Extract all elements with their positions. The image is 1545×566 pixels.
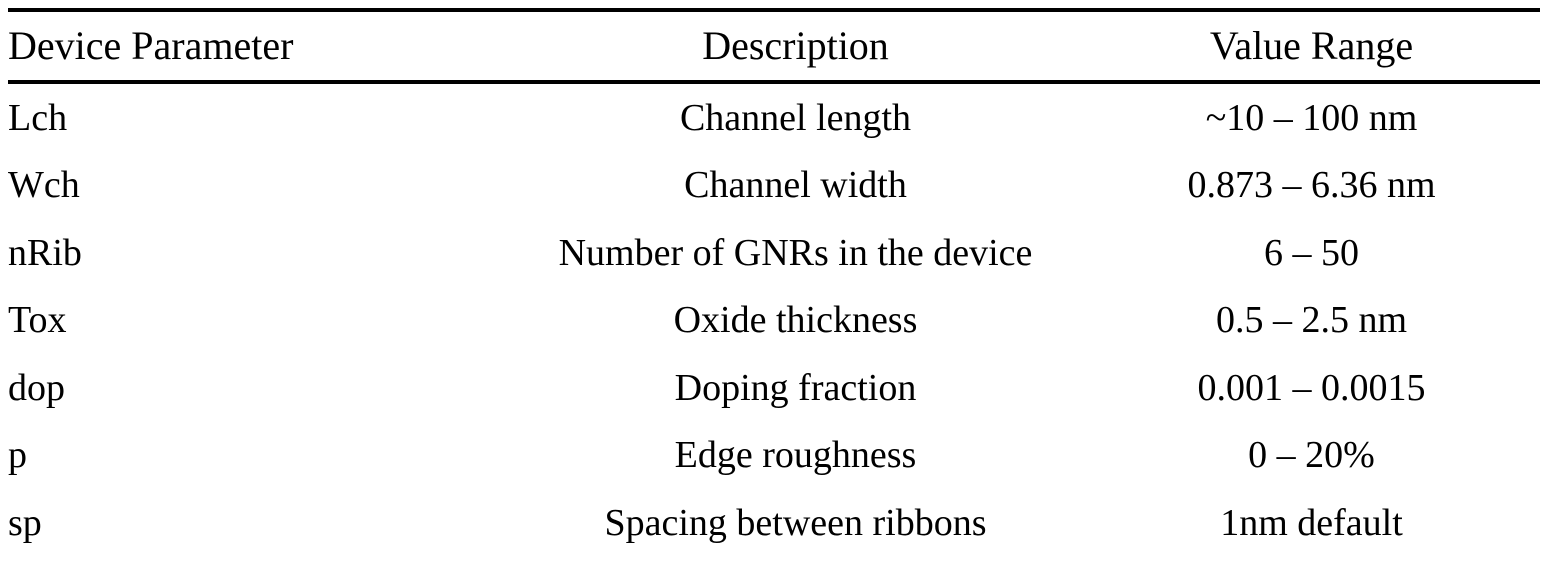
cell-value-range: 0.001 – 0.0015 bbox=[1197, 366, 1426, 409]
table-row: dop Doping fraction 0.001 – 0.0015 bbox=[8, 354, 1540, 422]
table-row: Tox Oxide thickness 0.5 – 2.5 nm bbox=[8, 287, 1540, 355]
table-header: Device Parameter Description Value Range bbox=[8, 8, 1540, 84]
cell-description: Spacing between ribbons bbox=[604, 501, 987, 544]
cell-value-range: 6 – 50 bbox=[1264, 231, 1359, 274]
cell-parameter: Lch bbox=[8, 96, 68, 139]
cell-description: Edge roughness bbox=[674, 434, 917, 477]
table-row: Wch Channel width 0.873 – 6.36 nm bbox=[8, 152, 1540, 220]
table-row: p Edge roughness 0 – 20% bbox=[8, 422, 1540, 490]
table-row: nRib Number of GNRs in the device 6 – 50 bbox=[8, 219, 1540, 287]
table-header-row: Device Parameter Description Value Range bbox=[8, 8, 1540, 84]
table-row: sp Spacing between ribbons 1nm default bbox=[8, 489, 1540, 557]
table-row: Lch Channel length ~10 – 100 nm bbox=[8, 82, 1540, 152]
device-parameter-table: Device Parameter Description Value Range… bbox=[8, 8, 1540, 557]
cell-value-range: 0.873 – 6.36 nm bbox=[1187, 164, 1436, 207]
cell-value-range: 0.5 – 2.5 nm bbox=[1215, 299, 1408, 342]
cell-parameter: sp bbox=[8, 501, 42, 544]
column-header-device-parameter: Device Parameter bbox=[8, 8, 508, 84]
cell-parameter: dop bbox=[8, 366, 65, 409]
cell-value-range: ~10 – 100 nm bbox=[1205, 96, 1418, 139]
cell-parameter: Tox bbox=[8, 299, 67, 342]
cell-description: Number of GNRs in the device bbox=[558, 231, 1033, 274]
cell-description: Doping fraction bbox=[674, 366, 917, 409]
cell-description: Channel length bbox=[679, 96, 912, 139]
cell-parameter: Wch bbox=[8, 164, 80, 207]
column-header-description: Description bbox=[508, 8, 1083, 84]
column-header-value-range: Value Range bbox=[1083, 8, 1540, 84]
table-body: Lch Channel length ~10 – 100 nm Wch Chan… bbox=[8, 82, 1540, 557]
cell-value-range: 1nm default bbox=[1220, 501, 1403, 544]
cell-description: Channel width bbox=[684, 164, 907, 207]
cell-description: Oxide thickness bbox=[673, 299, 918, 342]
cell-parameter: p bbox=[8, 434, 27, 477]
cell-parameter: nRib bbox=[8, 231, 82, 274]
cell-value-range: 0 – 20% bbox=[1248, 434, 1375, 477]
